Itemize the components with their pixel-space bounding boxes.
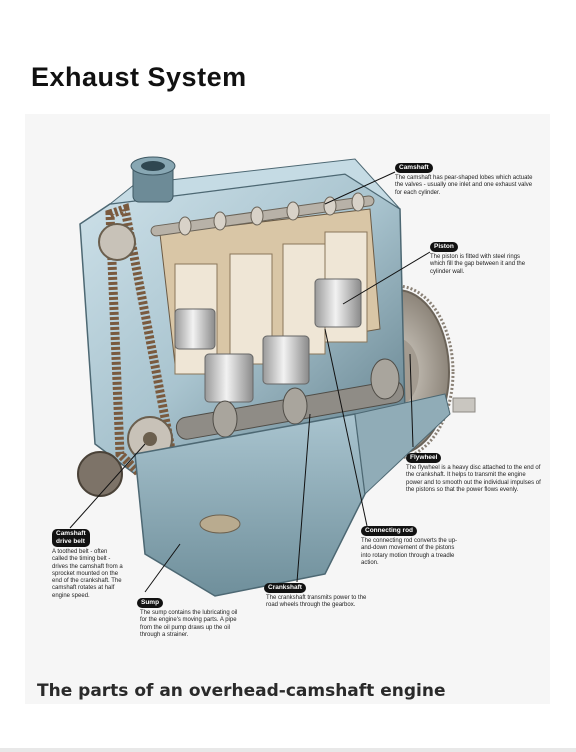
sump-label: Sump (137, 598, 164, 608)
camshaft-drive-belt-description: A toothed belt - often called the timing… (52, 549, 123, 599)
sump-description: The sump contains the lubricating oil fo… (140, 610, 238, 638)
illustration-caption: The parts of an overhead-camshaft engine (37, 681, 446, 701)
sump-part (134, 393, 451, 597)
camshaft-drive-belt-label: Camshaft drive belt (52, 529, 90, 547)
piston-label: Piston (430, 242, 458, 252)
connecting-rod-description: The connecting rod converts the up-and-d… (361, 538, 458, 566)
crankshaft-description: The crankshaft transmits power to the ro… (266, 595, 367, 609)
camshaft-label: Camshaft (395, 163, 433, 173)
flywheel-description: The flywheel is a heavy disc attached to… (406, 465, 541, 493)
leader-lines (69, 171, 431, 593)
piston-description: The piston is fitted with steel rings wh… (430, 254, 526, 275)
camshaft-part (150, 192, 375, 237)
connecting-rod-label: Connecting rod (361, 526, 418, 536)
illustration-panel: Camshaft The camshaft has pear-shaped lo… (25, 114, 550, 704)
camshaft-description: The camshaft has pear-shaped lobes which… (395, 175, 533, 196)
page-title: Exhaust System (31, 62, 247, 92)
flywheel-label: Flywheel (406, 453, 442, 463)
crankshaft-label: Crankshaft (264, 583, 306, 593)
pistons (174, 278, 362, 403)
cutaway-cylinders (159, 208, 381, 375)
engine-illustration (69, 156, 476, 597)
crankshaft-part (175, 358, 405, 440)
page-bottom-edge (0, 748, 576, 752)
